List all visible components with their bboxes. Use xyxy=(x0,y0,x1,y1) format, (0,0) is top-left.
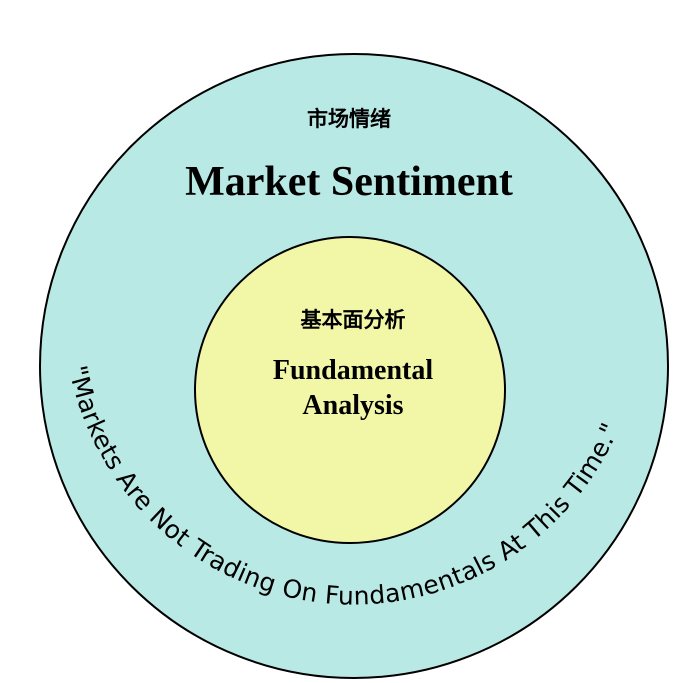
inner-circle-fundamental-analysis xyxy=(194,236,506,544)
outer-label-chinese: 市场情绪 xyxy=(307,107,391,131)
inner-label-english-line1: Fundamental xyxy=(273,355,433,386)
inner-label-english-line2: Analysis xyxy=(302,390,403,421)
outer-label-english: Market Sentiment xyxy=(185,159,513,205)
inner-label-chinese: 基本面分析 xyxy=(301,308,406,332)
